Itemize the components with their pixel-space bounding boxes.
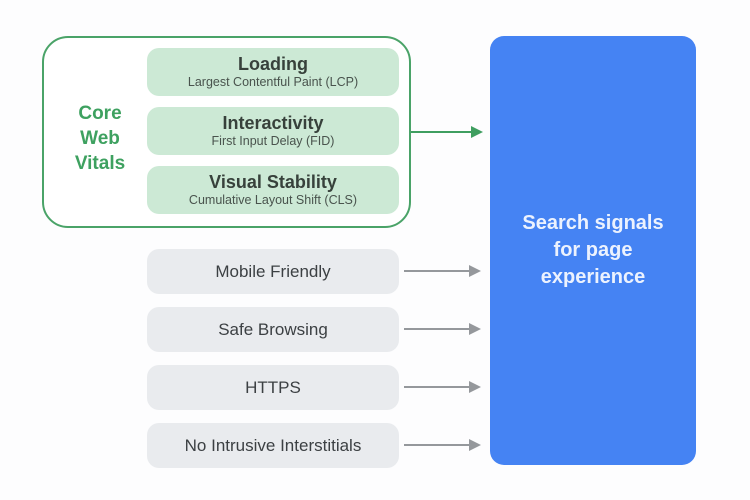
https-arrow-icon [404, 381, 481, 393]
search-signals-result-box: Search signals for page experience [490, 36, 696, 465]
no-intrusive-interstitials-label: No Intrusive Interstitials [184, 435, 362, 455]
no-intrusive-interstitials-arrow-icon [404, 439, 481, 451]
mobile-friendly-arrow-icon [404, 265, 481, 277]
interactivity-subtitle: First Input Delay (FID) [211, 134, 335, 148]
search-signals-label: Search signals for page experience [522, 212, 664, 288]
mobile-friendly-label: Mobile Friendly [215, 261, 331, 281]
core-web-vitals-label-line-1: Core [78, 103, 122, 124]
visual-stability-subtitle: Cumulative Layout Shift (CLS) [188, 193, 358, 207]
core-web-vitals-arrow-icon [411, 126, 483, 138]
visual-stability-title: Visual Stability [209, 172, 337, 192]
https-label: HTTPS [245, 377, 301, 397]
loading-subtitle: Largest Contentful Paint (LCP) [187, 75, 359, 89]
core-web-vitals-label: Core Web Vitals [50, 101, 150, 176]
no-intrusive-interstitials-pill: No Intrusive Interstitials [147, 423, 399, 468]
https-pill: HTTPS [147, 365, 399, 410]
safe-browsing-arrow-icon [404, 323, 481, 335]
interactivity-pill: Interactivity First Input Delay (FID) [147, 107, 399, 155]
loading-pill: Loading Largest Contentful Paint (LCP) [147, 48, 399, 96]
loading-title: Loading [238, 54, 308, 74]
safe-browsing-label: Safe Browsing [218, 319, 328, 339]
core-web-vitals-label-line-3: Vitals [74, 153, 126, 174]
safe-browsing-pill: Safe Browsing [147, 307, 399, 352]
core-web-vitals-label-line-2: Web [80, 128, 120, 149]
mobile-friendly-pill: Mobile Friendly [147, 249, 399, 294]
interactivity-title: Interactivity [222, 113, 324, 133]
visual-stability-pill: Visual Stability Cumulative Layout Shift… [147, 166, 399, 214]
